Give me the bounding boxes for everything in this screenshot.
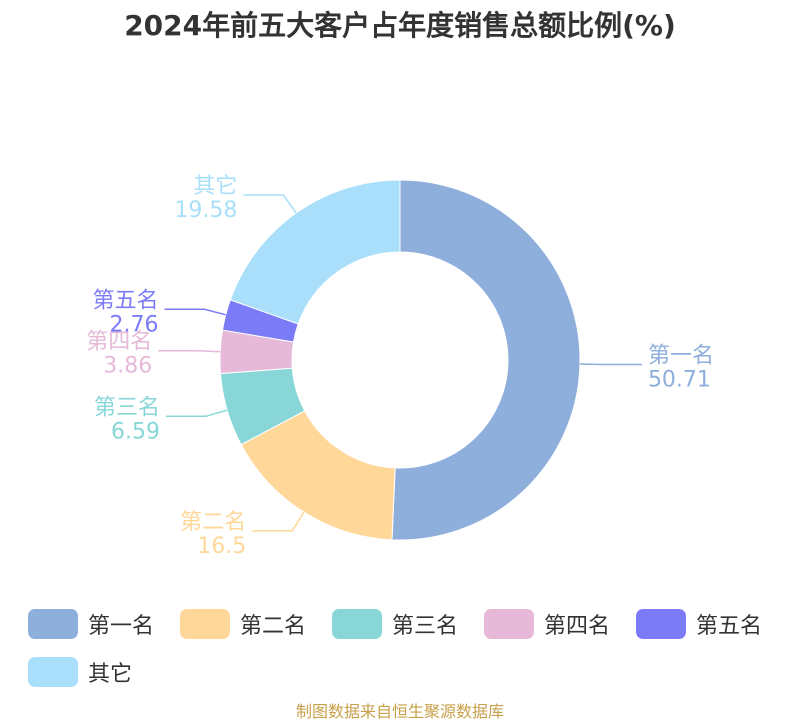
leader-line-2 <box>252 512 304 531</box>
legend-item-3[interactable]: 第三名 <box>332 608 484 640</box>
leader-line-3 <box>166 410 227 416</box>
slice-value-1: 50.71 <box>648 368 711 393</box>
leader-line-6 <box>243 195 296 213</box>
legend-label-4: 第四名 <box>544 608 610 640</box>
legend-item-4[interactable]: 第四名 <box>484 608 636 640</box>
data-source-note: 制图数据来自恒生聚源数据库 <box>0 698 800 722</box>
slice-value-4: 3.86 <box>103 354 152 379</box>
legend-label-1: 第一名 <box>88 608 154 640</box>
leader-line-5 <box>164 309 225 315</box>
legend-label-5: 第五名 <box>696 608 762 640</box>
slice-value-5: 2.76 <box>109 312 158 337</box>
donut-slice-1[interactable] <box>392 180 580 540</box>
slice-label-3: 第三名 <box>94 395 160 420</box>
legend-swatch-1 <box>28 609 78 639</box>
slice-value-2: 16.5 <box>197 534 246 559</box>
legend-label-2: 第二名 <box>240 608 306 640</box>
legend-swatch-3 <box>332 609 382 639</box>
slice-label-2: 第二名 <box>180 510 246 535</box>
legend-label-6: 其它 <box>88 656 132 688</box>
chart-legend: 第一名 第二名 第三名 第四名 第五名其它 <box>28 608 788 688</box>
legend-swatch-2 <box>180 609 230 639</box>
legend-label-3: 第三名 <box>392 608 458 640</box>
legend-swatch-6 <box>28 657 78 687</box>
slice-label-5: 第五名 <box>92 288 158 313</box>
legend-item-5[interactable]: 第五名 <box>636 608 788 640</box>
legend-item-6[interactable]: 其它 <box>28 656 180 688</box>
leader-line-4 <box>158 351 220 352</box>
slice-label-6: 其它 <box>193 174 237 199</box>
legend-swatch-5 <box>636 609 686 639</box>
donut-chart: 第一名50.71第二名16.5第三名6.59第四名3.86第五名2.76其它19… <box>0 0 800 600</box>
slice-value-6: 19.58 <box>174 198 237 223</box>
legend-item-1[interactable]: 第一名 <box>28 608 180 640</box>
slice-label-1: 第一名 <box>648 344 714 369</box>
legend-item-2[interactable]: 第二名 <box>180 608 332 640</box>
slice-value-3: 6.59 <box>111 419 160 444</box>
donut-slice-6[interactable] <box>230 180 400 324</box>
legend-swatch-4 <box>484 609 534 639</box>
